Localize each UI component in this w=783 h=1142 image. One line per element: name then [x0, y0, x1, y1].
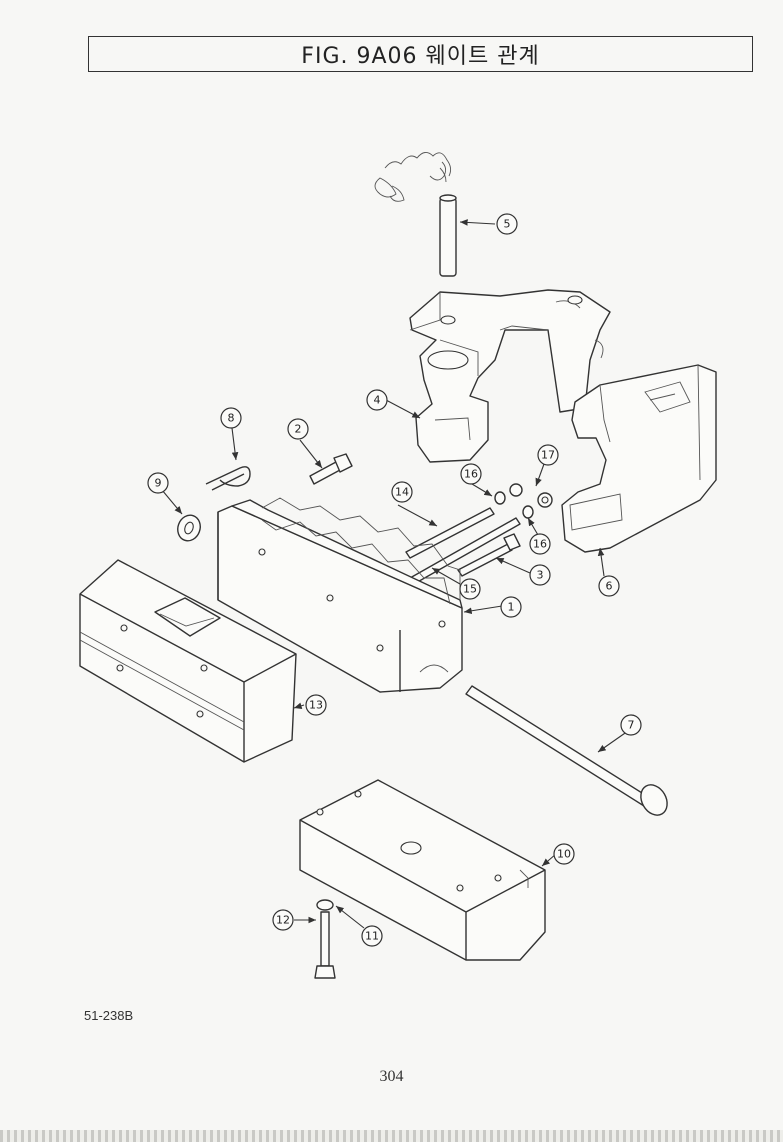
- svg-text:5: 5: [504, 218, 511, 231]
- part-7-long-pin: [465, 685, 668, 816]
- svg-text:12: 12: [276, 914, 290, 927]
- part-3-bolt: [457, 533, 521, 577]
- part-16-17-nuts-washers: [494, 483, 553, 519]
- part-6-front-weight: [561, 364, 717, 553]
- svg-text:9: 9: [155, 477, 162, 490]
- leader-lines: [161, 219, 629, 929]
- svg-text:17: 17: [541, 449, 555, 462]
- callout-8: 8: [220, 407, 242, 429]
- part-1-weight-block: [217, 497, 463, 693]
- part-4-weight-bracket: [409, 289, 611, 463]
- svg-text:3: 3: [537, 569, 544, 582]
- callout-9: 9: [147, 472, 169, 494]
- part-13-side-weight: [79, 559, 297, 763]
- figure-title: FIG. 9A06 웨이트 관계: [88, 36, 753, 72]
- svg-text:4: 4: [374, 394, 381, 407]
- callout-13: 13: [305, 694, 327, 716]
- callout-14: 14: [391, 481, 413, 503]
- callout-16-lower: 16: [529, 533, 551, 555]
- scan-edge: [0, 1130, 783, 1142]
- part-5-pin-with-chain: [374, 152, 457, 277]
- callout-4: 4: [366, 389, 388, 411]
- callout-15: 15: [459, 578, 481, 600]
- part-9-washer: [177, 514, 201, 542]
- callout-16-upper: 16: [460, 463, 482, 485]
- callout-17: 17: [537, 444, 559, 466]
- callout-5: 5: [496, 213, 518, 235]
- callout-12: 12: [272, 909, 294, 931]
- svg-text:13: 13: [309, 699, 323, 712]
- callout-6: 6: [598, 575, 620, 597]
- svg-text:10: 10: [557, 848, 571, 861]
- svg-text:6: 6: [606, 580, 613, 593]
- svg-text:1: 1: [508, 601, 515, 614]
- figure-title-text: FIG. 9A06 웨이트 관계: [301, 44, 540, 69]
- svg-text:2: 2: [295, 423, 302, 436]
- part-2-bolt: [309, 453, 353, 485]
- part-8-r-clip: [205, 466, 251, 491]
- callout-3: 3: [529, 564, 551, 586]
- svg-text:8: 8: [228, 412, 235, 425]
- part-10-bottom-weight: [299, 779, 546, 961]
- svg-text:16: 16: [533, 538, 547, 551]
- svg-text:14: 14: [395, 486, 409, 499]
- callout-2: 2: [287, 418, 309, 440]
- svg-text:7: 7: [628, 719, 635, 732]
- svg-text:15: 15: [463, 583, 477, 596]
- callout-10: 10: [553, 843, 575, 865]
- callout-1: 1: [500, 596, 522, 618]
- callout-7: 7: [620, 714, 642, 736]
- page-number: 304: [379, 1068, 404, 1085]
- part-14-stud: [405, 507, 495, 559]
- figure-code: 51-238B: [84, 1008, 134, 1023]
- callout-11: 11: [361, 925, 383, 947]
- svg-text:11: 11: [365, 930, 379, 943]
- part-11-12-washer-bolt: [314, 899, 336, 979]
- svg-text:16: 16: [464, 468, 478, 481]
